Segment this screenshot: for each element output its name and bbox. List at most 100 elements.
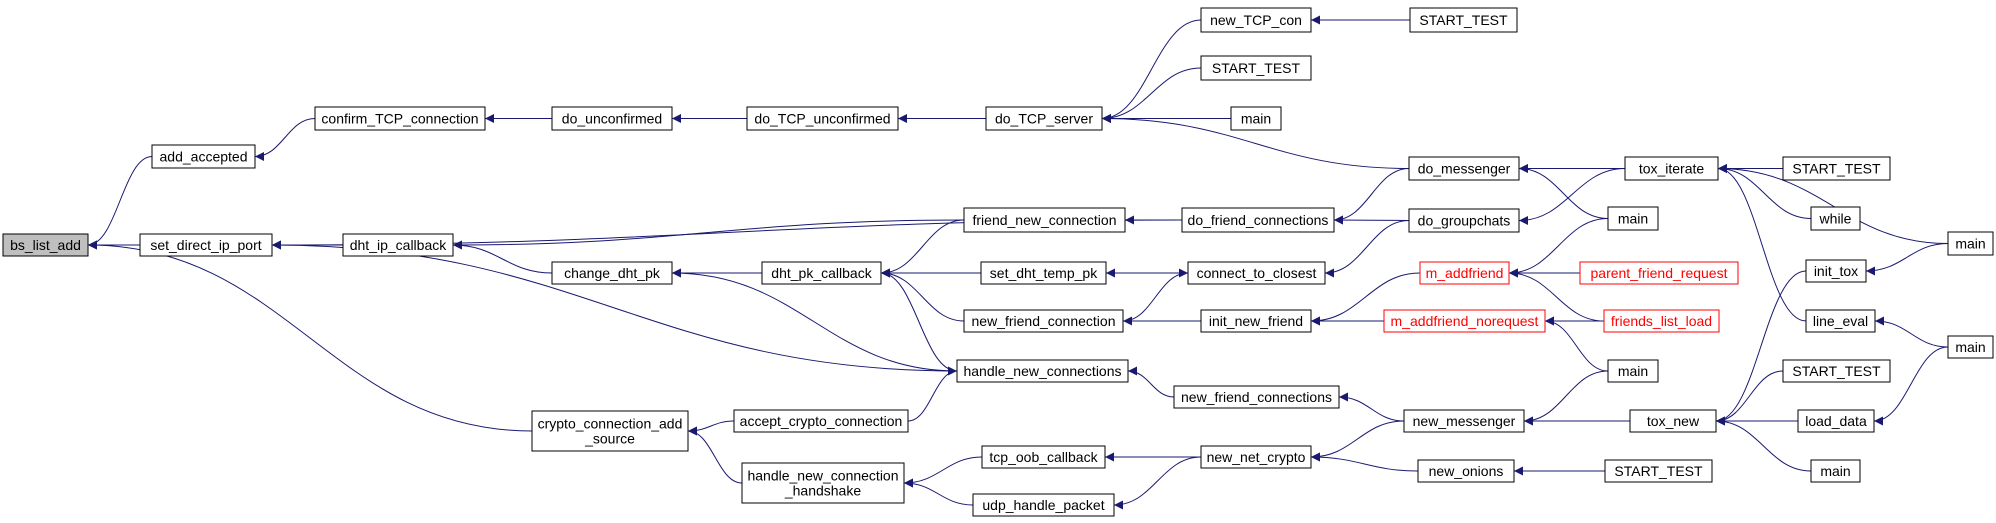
node-do_friend_connections[interactable]: do_friend_connections <box>1181 207 1335 233</box>
node-label: tox_iterate <box>1639 161 1705 177</box>
node-box <box>1181 207 1335 233</box>
node-box <box>1230 106 1282 131</box>
node-box <box>314 106 486 131</box>
node-line_eval[interactable]: line_eval <box>1805 309 1876 333</box>
node-m_addfriend[interactable]: m_addfriend <box>1419 261 1510 285</box>
node-accept_crypto_connection[interactable]: accept_crypto_connection <box>733 409 909 433</box>
node-START_TEST_4[interactable]: START_TEST <box>1782 359 1891 383</box>
node-START_TEST_2[interactable]: START_TEST <box>1200 55 1312 81</box>
node-do_groupchats[interactable]: do_groupchats <box>1408 208 1520 233</box>
node-main_4[interactable]: main <box>1607 359 1659 383</box>
node-while[interactable]: while <box>1810 206 1861 231</box>
node-tox_new[interactable]: tox_new <box>1629 409 1717 433</box>
node-dht_pk_callback[interactable]: dht_pk_callback <box>761 261 882 285</box>
node-box <box>1607 206 1659 231</box>
node-friends_list_load[interactable]: friends_list_load <box>1603 309 1720 333</box>
node-new_onions[interactable]: new_onions <box>1417 459 1515 483</box>
node-label: main <box>1820 463 1850 479</box>
node-box <box>1604 459 1713 483</box>
node-do_unconfirmed[interactable]: do_unconfirmed <box>551 106 673 131</box>
node-label: accept_crypto_connection <box>740 413 903 429</box>
edge-do_messenger-to-do_friend_connections <box>1333 168 1410 225</box>
node-connect_to_closest[interactable]: connect_to_closest <box>1187 261 1326 285</box>
node-friend_new_connection[interactable]: friend_new_connection <box>963 207 1126 233</box>
node-box <box>1417 459 1515 483</box>
node-udp_handle_packet[interactable]: udp_handle_packet <box>972 493 1115 517</box>
node-handle_new_connections[interactable]: handle_new_connections <box>956 359 1129 383</box>
edge-main_4-to-new_messenger <box>1523 370 1609 426</box>
node-box <box>1782 156 1891 181</box>
node-m_addfriend_norequest[interactable]: m_addfriend_norequest <box>1383 309 1546 333</box>
node-box <box>1579 261 1739 285</box>
node-box <box>1810 206 1861 231</box>
node-box <box>1200 7 1312 33</box>
node-label: crypto_connection_add <box>538 416 683 432</box>
node-main_3[interactable]: main <box>1607 206 1659 231</box>
node-set_dht_temp_pk[interactable]: set_dht_temp_pk <box>980 261 1107 285</box>
node-START_TEST_5[interactable]: START_TEST <box>1604 459 1713 483</box>
node-box <box>1805 309 1876 333</box>
node-do_TCP_unconfirmed[interactable]: do_TCP_unconfirmed <box>746 106 899 131</box>
edge-main_7-to-tox_new <box>1715 416 1812 472</box>
node-handle_new_connection_handshake[interactable]: handle_new_connection_handshake <box>741 462 905 504</box>
node-new_friend_connection[interactable]: new_friend_connection <box>963 309 1124 333</box>
node-box <box>972 493 1115 517</box>
node-main_6[interactable]: main <box>1947 335 1994 359</box>
node-START_TEST_3[interactable]: START_TEST <box>1782 156 1891 181</box>
node-label: tcp_oob_callback <box>989 449 1098 465</box>
edge-handle_new_connections-to-change_dht_pk <box>671 268 958 372</box>
node-box <box>1383 309 1546 333</box>
node-START_TEST_1[interactable]: START_TEST <box>1409 7 1518 33</box>
node-init_new_friend[interactable]: init_new_friend <box>1200 309 1312 333</box>
node-bs_list_add[interactable]: bs_list_add <box>2 233 89 257</box>
node-init_tox[interactable]: init_tox <box>1805 259 1867 283</box>
edge-new_messenger-to-new_net_crypto <box>1310 420 1405 462</box>
node-box <box>1947 231 1994 256</box>
node-load_data[interactable]: load_data <box>1797 409 1875 433</box>
node-label: tox_new <box>1647 413 1700 429</box>
node-set_direct_ip_port[interactable]: set_direct_ip_port <box>139 233 273 257</box>
node-new_friend_connections[interactable]: new_friend_connections <box>1173 385 1340 409</box>
node-box <box>956 359 1129 383</box>
node-label: load_data <box>1805 413 1867 429</box>
node-label: udp_handle_packet <box>982 497 1104 513</box>
node-label: START_TEST <box>1419 12 1508 28</box>
node-box <box>733 409 909 433</box>
node-dht_ip_callback[interactable]: dht_ip_callback <box>342 233 454 257</box>
node-box <box>746 106 899 131</box>
node-do_TCP_server[interactable]: do_TCP_server <box>985 106 1103 131</box>
node-label: new_friend_connection <box>972 313 1116 329</box>
node-label: _handshake <box>784 483 862 499</box>
node-crypto_connection_add_source[interactable]: crypto_connection_add_source <box>531 410 689 452</box>
node-add_accepted[interactable]: add_accepted <box>151 144 256 169</box>
node-label: line_eval <box>1813 313 1868 329</box>
edge-friends_list_load-to-m_addfriend <box>1508 268 1605 322</box>
node-label: do_friend_connections <box>1188 212 1329 228</box>
edge-new_onions-to-new_net_crypto <box>1310 452 1419 472</box>
node-box <box>551 106 673 131</box>
node-box <box>551 261 673 285</box>
node-label: init_tox <box>1814 263 1858 279</box>
node-do_messenger[interactable]: do_messenger <box>1408 156 1520 181</box>
node-box <box>139 233 273 257</box>
node-new_net_crypto[interactable]: new_net_crypto <box>1200 445 1312 469</box>
node-label: connect_to_closest <box>1197 265 1317 281</box>
node-tcp_oob_callback[interactable]: tcp_oob_callback <box>981 445 1106 469</box>
node-main_2[interactable]: main <box>1947 231 1994 256</box>
node-confirm_TCP_connection[interactable]: confirm_TCP_connection <box>314 106 486 131</box>
edge-main_4-to-m_addfriend_norequest <box>1544 316 1609 372</box>
node-main_7[interactable]: main <box>1810 459 1861 483</box>
edge-m_addfriend-to-init_new_friend <box>1310 272 1421 326</box>
edge-line_eval-to-tox_iterate <box>1717 164 1807 322</box>
edge-handle_new_connections-to-dht_pk_callback <box>880 268 958 372</box>
node-new_messenger[interactable]: new_messenger <box>1403 409 1525 433</box>
node-new_TCP_con[interactable]: new_TCP_con <box>1200 7 1312 33</box>
node-label: START_TEST <box>1792 161 1881 177</box>
node-parent_friend_request[interactable]: parent_friend_request <box>1579 261 1739 285</box>
node-change_dht_pk[interactable]: change_dht_pk <box>551 261 673 285</box>
edge-START_TEST_2-to-do_TCP_server <box>1101 67 1202 123</box>
node-main_1[interactable]: main <box>1230 106 1282 131</box>
edge-new_friend_connection-to-dht_pk_callback <box>880 268 965 322</box>
node-tox_iterate[interactable]: tox_iterate <box>1624 156 1719 181</box>
